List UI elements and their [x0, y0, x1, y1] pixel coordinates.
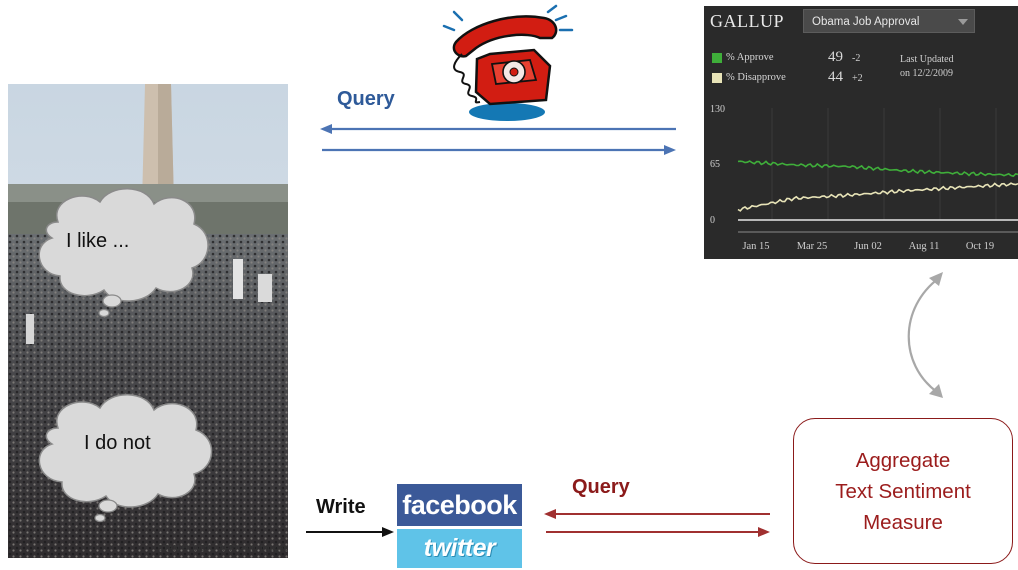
thought-bubble-like: I like ...: [28, 182, 218, 322]
curved-double-arrow: [907, 272, 943, 398]
facebook-logo: facebook: [397, 484, 522, 526]
disapprove-value: 44: [828, 69, 843, 85]
x-tick-label: Jun 02: [854, 241, 882, 252]
aggregate-line-3: Measure: [863, 510, 943, 534]
twitter-logo: twitter: [397, 529, 522, 568]
approve-value: 49: [828, 49, 843, 65]
y-tick-label: 0: [710, 215, 715, 226]
y-tick-label: 65: [710, 159, 720, 170]
approve-swatch: [712, 53, 722, 63]
write-arrow: [306, 527, 394, 537]
bottom-query-label: Query: [572, 476, 630, 498]
gallup-logo: GALLUP: [710, 11, 784, 31]
aggregate-line-1: Aggregate: [855, 448, 951, 472]
approve-label: % Approve: [726, 52, 774, 63]
thought-text-like: I like ...: [66, 230, 130, 252]
x-tick-label: Oct 19: [966, 241, 994, 252]
poll-selector-value: Obama Job Approval: [812, 16, 920, 28]
y-tick-label: 130: [710, 104, 725, 115]
telephone-icon: [432, 4, 582, 126]
facebook-wordmark: facebook: [402, 490, 517, 520]
disapprove-change: +2: [852, 73, 863, 84]
poll-selector[interactable]: Obama Job Approval: [803, 9, 975, 33]
aggregate-line-2: Text Sentiment: [835, 479, 971, 503]
twitter-wordmark: twitter: [423, 534, 496, 562]
write-label: Write: [316, 496, 366, 518]
approve-change: -2: [852, 53, 861, 64]
gallup-widget: GALLUP Obama Job Approval % Approve 49 -…: [704, 6, 1018, 259]
thought-text-do-not: I do not: [84, 432, 151, 454]
last-updated-label: Last Updated: [900, 54, 954, 65]
last-updated-date: on 12/2/2009: [900, 68, 954, 79]
chevron-down-icon: [958, 19, 968, 25]
series-line-disapprove: [737, 182, 1018, 212]
disapprove-swatch: [712, 73, 722, 83]
top-query-label: Query: [337, 88, 395, 110]
disapprove-label: % Disapprove: [726, 72, 786, 83]
thought-bubble-do-not: I do not: [28, 388, 224, 528]
photo-credit: STAN HONDA / AFP/Getty Images: [157, 543, 288, 553]
cloud-shape-icon: [38, 394, 213, 523]
approval-chart: 130 65 0 Jan 15 Mar 25 Jun 02 Aug 11 Oct 19: [704, 98, 1018, 259]
aggregate-sentiment-box: Aggregate Text Sentiment Measure: [793, 418, 1013, 564]
x-tick-label: Mar 25: [797, 241, 828, 252]
query-arrows-bottom: [544, 509, 770, 537]
query-arrows-top: [320, 124, 676, 155]
cloud-shape-icon: [38, 188, 209, 318]
series-line-approve: [737, 160, 1018, 178]
x-tick-label: Jan 15: [742, 241, 769, 252]
x-tick-label: Aug 11: [909, 241, 940, 252]
